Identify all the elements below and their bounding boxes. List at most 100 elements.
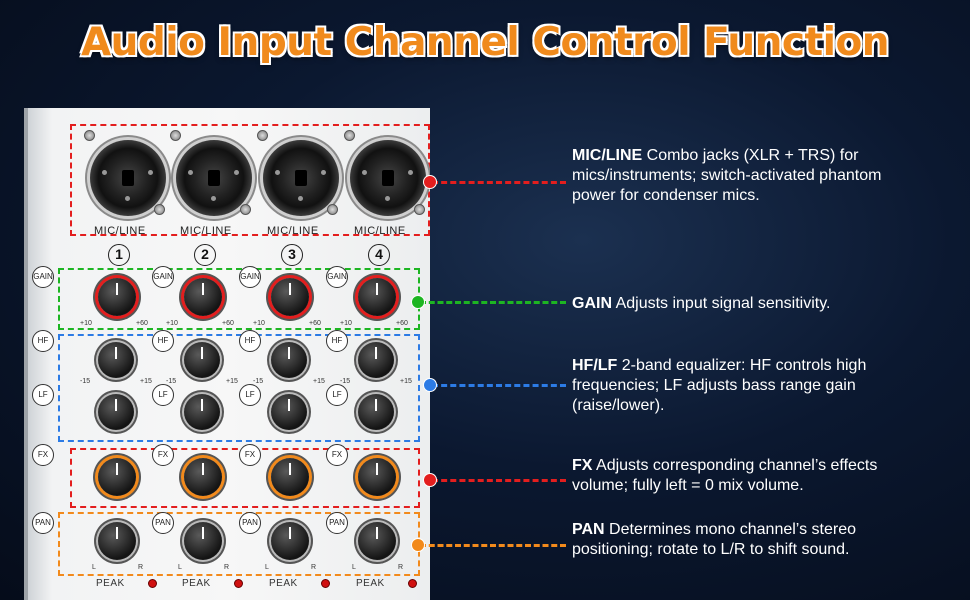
hf-knob[interactable] [358, 342, 394, 378]
fx-knob[interactable] [98, 458, 136, 496]
jack-label: MIC/LINE [180, 225, 232, 237]
annotation-key: FX [572, 457, 593, 474]
hf-tag: HF [239, 330, 261, 352]
hf-scale-min: -15 [340, 378, 351, 385]
gain-scale-max: +60 [222, 320, 234, 327]
pan-knob[interactable] [358, 522, 396, 560]
peak-label: PEAK [96, 578, 125, 589]
peak-label: PEAK [182, 578, 211, 589]
pan-knob[interactable] [98, 522, 136, 560]
peak-led [321, 579, 330, 588]
callout-line [420, 301, 566, 304]
gain-scale-min: +10 [340, 320, 352, 327]
hf-tag: HF [326, 330, 348, 352]
jack-label: MIC/LINE [267, 225, 319, 237]
hf-scale-max: +15 [313, 378, 325, 385]
jack-pin [298, 196, 303, 201]
pan-knob[interactable] [184, 522, 222, 560]
jack-pin [188, 170, 193, 175]
hf-scale-max: +15 [140, 378, 152, 385]
xlr-combo-jack[interactable] [176, 140, 252, 216]
hf-knob[interactable] [98, 342, 134, 378]
pan-tag: PAN [32, 512, 54, 534]
gain-scale-min: +10 [166, 320, 178, 327]
annotation-text: MIC/LINE Combo jacks (XLR + TRS) for mic… [572, 146, 922, 206]
gain-scale-max: +60 [309, 320, 321, 327]
pan-scale-right: R [138, 564, 144, 571]
channel-number: 3 [281, 244, 303, 266]
fx-knob[interactable] [271, 458, 309, 496]
annotation-body: Adjusts corresponding channel’s effects … [572, 457, 878, 494]
hf-scale-max: +15 [400, 378, 412, 385]
peak-label: PEAK [269, 578, 298, 589]
jack-pin [125, 196, 130, 201]
pan-scale-right: R [224, 564, 230, 571]
annotation-key: PAN [572, 521, 605, 538]
callout-dot [424, 474, 436, 486]
screw-icon [414, 204, 425, 215]
fx-knob[interactable] [358, 458, 396, 496]
jack-pin [275, 170, 280, 175]
annotation-text: FX Adjusts corresponding channel’s effec… [572, 456, 932, 496]
gain-knob[interactable] [358, 278, 396, 316]
callout-line [420, 544, 566, 547]
jack-pin [408, 170, 413, 175]
jack-pin [321, 170, 326, 175]
hf-knob[interactable] [271, 342, 307, 378]
peak-led [234, 579, 243, 588]
gain-tag: GAIN [32, 266, 54, 288]
annotation-text: GAIN Adjusts input signal sensitivity. [572, 294, 932, 314]
xlr-combo-jack[interactable] [350, 140, 426, 216]
fx-tag: FX [32, 444, 54, 466]
pan-scale-left: L [178, 564, 182, 571]
callout-line [432, 181, 566, 184]
screw-icon [84, 130, 95, 141]
peak-led [408, 579, 417, 588]
gain-scale-max: +60 [136, 320, 148, 327]
annotation-key: HF/LF [572, 357, 618, 374]
screw-icon [170, 130, 181, 141]
channel-number: 2 [194, 244, 216, 266]
jack-slot [295, 170, 307, 186]
callout-dot [424, 176, 436, 188]
gain-knob[interactable] [184, 278, 222, 316]
lf-tag: LF [32, 384, 54, 406]
screw-icon [257, 130, 268, 141]
lf-knob[interactable] [271, 394, 307, 430]
fx-tag: FX [152, 444, 174, 466]
lf-tag: LF [239, 384, 261, 406]
callout-line [432, 479, 566, 482]
eq-highlight-box [58, 334, 420, 442]
gain-scale-min: +10 [253, 320, 265, 327]
gain-scale-max: +60 [396, 320, 408, 327]
pan-tag: PAN [152, 512, 174, 534]
pan-scale-left: L [265, 564, 269, 571]
annotation-body: Combo jacks (XLR + TRS) for mics/instrum… [572, 147, 882, 204]
pan-scale-right: R [311, 564, 317, 571]
pan-knob[interactable] [271, 522, 309, 560]
screw-icon [344, 130, 355, 141]
lf-knob[interactable] [358, 394, 394, 430]
gain-knob[interactable] [271, 278, 309, 316]
screw-icon [327, 204, 338, 215]
jack-pin [102, 170, 107, 175]
lf-knob[interactable] [184, 394, 220, 430]
jack-pin [148, 170, 153, 175]
lf-knob[interactable] [98, 394, 134, 430]
fx-tag: FX [326, 444, 348, 466]
xlr-combo-jack[interactable] [90, 140, 166, 216]
hf-tag: HF [32, 330, 54, 352]
channel-number: 4 [368, 244, 390, 266]
gain-knob[interactable] [98, 278, 136, 316]
gain-tag: GAIN [152, 266, 174, 288]
jack-pin [362, 170, 367, 175]
hf-knob[interactable] [184, 342, 220, 378]
fx-knob[interactable] [184, 458, 222, 496]
xlr-combo-jack[interactable] [263, 140, 339, 216]
peak-label: PEAK [356, 578, 385, 589]
annotation-body: Determines mono channel’s stereo positio… [572, 521, 856, 558]
fx-tag: FX [239, 444, 261, 466]
screw-icon [240, 204, 251, 215]
annotation-body: Adjusts input signal sensitivity. [612, 295, 831, 312]
